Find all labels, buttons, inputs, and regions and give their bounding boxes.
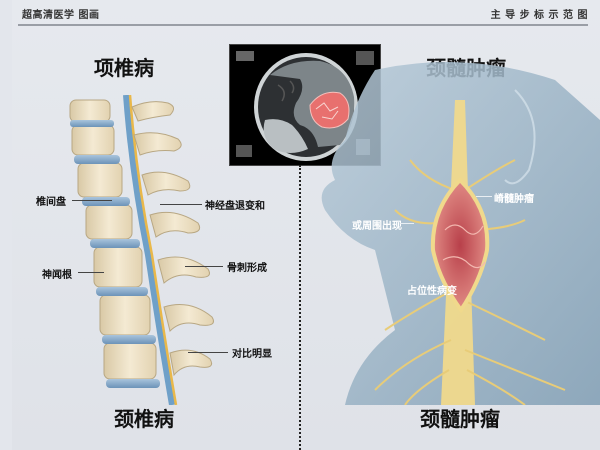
leader-line bbox=[78, 272, 104, 273]
neck-tumor-illustration bbox=[321, 62, 600, 405]
cervical-spine-illustration bbox=[69, 95, 214, 405]
leader-line bbox=[72, 200, 112, 201]
label-tumor-left: 或周围出现 bbox=[352, 221, 402, 232]
header-right-text: 主 导 步 标 示 范 图 bbox=[490, 10, 588, 21]
leader-line bbox=[476, 196, 492, 197]
spinous-processes bbox=[131, 101, 214, 377]
label-space-occupying: 占位性病变 bbox=[407, 286, 457, 297]
left-title-top: 项椎病 bbox=[94, 56, 154, 80]
header-bar: 超高清医学 图画 主 导 步 标 示 范 图 bbox=[12, 0, 600, 24]
right-title-bottom: 颈髓肿瘤 bbox=[420, 407, 500, 431]
vertebrae bbox=[69, 99, 157, 380]
leader-line bbox=[160, 204, 202, 205]
label-tumor-top: 嵴髓肿瘤 bbox=[494, 194, 534, 205]
panel-divider bbox=[299, 165, 301, 450]
spinal-cord bbox=[123, 95, 175, 405]
label-nerve-root: 神闻根 bbox=[42, 270, 72, 281]
intervertebral-discs bbox=[70, 120, 160, 388]
tumor-mass bbox=[430, 177, 490, 314]
header-left-text: 超高清医学 图画 bbox=[22, 10, 100, 21]
leader-line bbox=[185, 266, 223, 267]
header-divider bbox=[18, 24, 588, 26]
leader-line bbox=[188, 352, 228, 353]
leader-line bbox=[400, 223, 414, 224]
label-contrast: 对比明显 bbox=[232, 349, 272, 360]
left-title-bottom: 颈椎病 bbox=[114, 407, 174, 431]
label-bone-spur: 骨刺形成 bbox=[227, 263, 267, 274]
ear-outline bbox=[504, 89, 536, 185]
label-nerve-degeneration: 神经盘退变和 bbox=[205, 201, 265, 212]
ct-scan-image bbox=[229, 44, 381, 166]
label-disc: 椎间盘 bbox=[36, 197, 66, 208]
